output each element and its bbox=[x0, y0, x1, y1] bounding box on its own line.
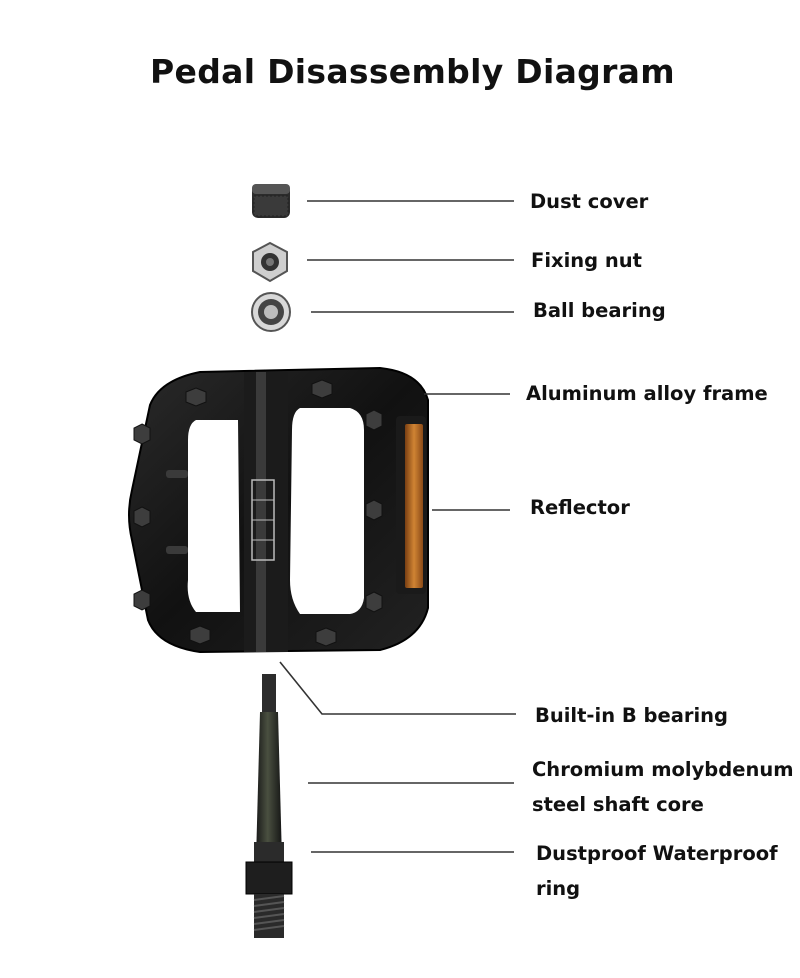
label-waterproof-ring-line2: ring bbox=[536, 871, 778, 906]
label-shaft-core-line2: steel shaft core bbox=[532, 787, 794, 822]
ball-bearing-part bbox=[252, 293, 290, 331]
label-reflector: Reflector bbox=[530, 490, 630, 525]
label-waterproof-ring: Dustproof Waterproof ring bbox=[536, 836, 778, 906]
label-ball-bearing: Ball bearing bbox=[533, 293, 666, 328]
label-dust-cover: Dust cover bbox=[530, 184, 648, 219]
shaft-core-part bbox=[246, 674, 292, 938]
fixing-nut-part bbox=[253, 243, 287, 281]
dust-cover-part bbox=[252, 184, 290, 218]
reflector-part bbox=[396, 416, 426, 594]
label-fixing-nut: Fixing nut bbox=[531, 243, 642, 278]
label-shaft-core-line1: Chromium molybdenum bbox=[532, 752, 794, 787]
label-aluminum-frame: Aluminum alloy frame bbox=[526, 376, 768, 411]
label-built-in-bearing: Built-in B bearing bbox=[535, 698, 728, 733]
label-shaft-core: Chromium molybdenum steel shaft core bbox=[532, 752, 794, 822]
pedal-frame-part bbox=[129, 368, 428, 652]
label-waterproof-ring-line1: Dustproof Waterproof bbox=[536, 836, 778, 871]
